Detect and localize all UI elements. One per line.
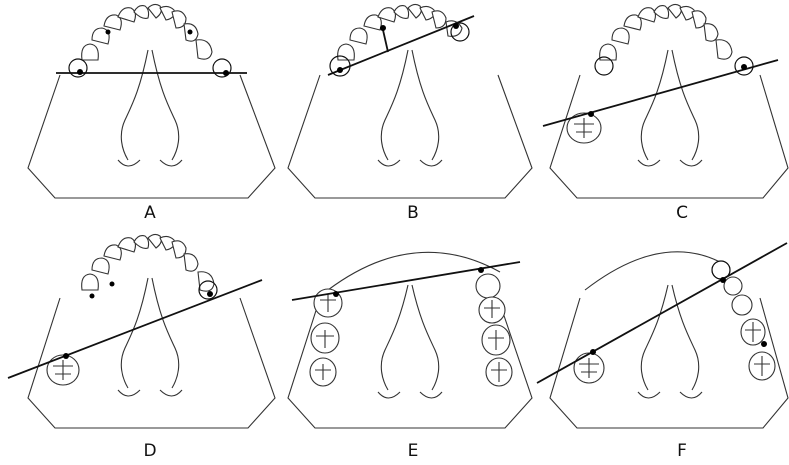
landmark-dot	[720, 277, 726, 283]
landmark-dot	[741, 64, 747, 70]
panel-a: A	[28, 4, 275, 223]
panel-d: D	[8, 234, 275, 461]
perpendicular-line	[383, 30, 388, 52]
landmark-dot	[188, 30, 193, 35]
landmark-dot	[761, 341, 767, 347]
panel-label: B	[407, 203, 419, 223]
panel-e: E	[288, 252, 532, 461]
panel-f: F	[537, 243, 788, 461]
palate-lines	[378, 50, 442, 166]
palate-lines	[378, 285, 442, 398]
cast-outline	[28, 75, 275, 198]
reference-circle	[69, 59, 87, 77]
landmark-dot	[478, 267, 484, 273]
landmark-dot	[337, 67, 343, 73]
panel-label: E	[408, 441, 419, 461]
landmark-dot	[77, 69, 83, 75]
landmark-dot	[453, 23, 459, 29]
landmark-dot	[380, 25, 386, 31]
landmark-dot	[106, 30, 111, 35]
palate-lines	[118, 278, 182, 396]
panel-b: B	[288, 4, 532, 223]
landmark-dot	[63, 353, 69, 359]
reference-line	[8, 280, 262, 378]
anterior-teeth	[600, 4, 732, 60]
anterior-teeth	[338, 4, 462, 60]
landmark-dot	[90, 294, 95, 299]
palate-lines	[638, 50, 702, 166]
landmark-dot	[588, 111, 594, 117]
right-molars	[476, 274, 512, 386]
landmark-dot	[590, 349, 596, 355]
palate-lines	[638, 285, 702, 398]
cast-outline	[288, 75, 532, 198]
landmark-dot	[223, 70, 229, 76]
anterior-teeth	[82, 234, 214, 291]
panel-label: A	[144, 203, 156, 223]
landmark-dot	[110, 282, 115, 287]
arch-curve	[585, 252, 720, 290]
palate-lines	[118, 50, 182, 166]
arch-curve	[328, 252, 500, 290]
reference-line	[543, 60, 778, 126]
landmark-dot	[333, 291, 339, 297]
left-molars	[310, 289, 342, 386]
panel-label: C	[676, 203, 688, 223]
panel-label: F	[677, 441, 687, 461]
panel-label: D	[143, 441, 156, 461]
panel-c: C	[543, 4, 788, 223]
landmark-dot	[207, 291, 213, 297]
